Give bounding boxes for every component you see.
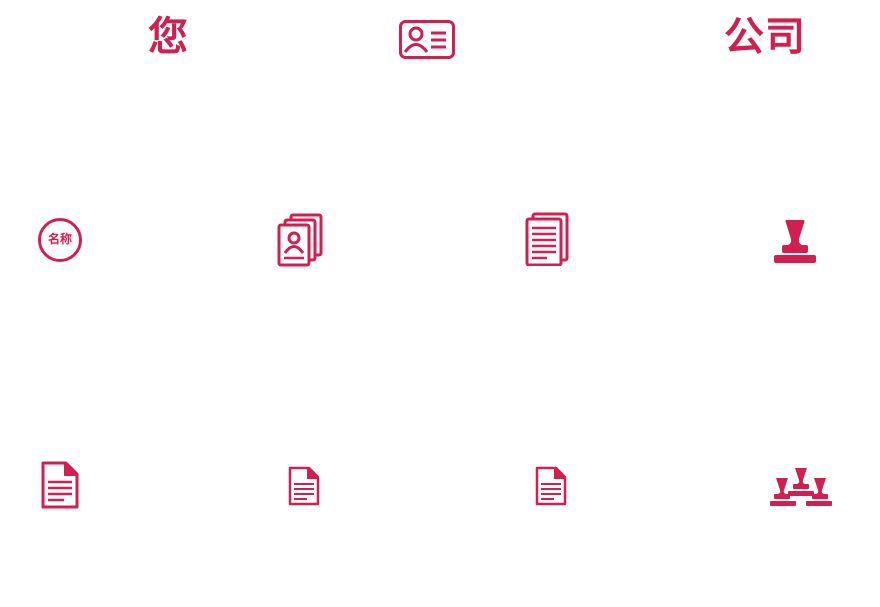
document-icon: [40, 460, 80, 510]
multiple-stamps-icon: [768, 466, 834, 508]
name-badge-text: 名称: [47, 232, 72, 246]
id-documents-icon: [277, 213, 325, 267]
name-badge-icon: 名称: [37, 217, 83, 263]
header-left-text: 您: [148, 14, 189, 60]
document-stack-icon: [523, 212, 571, 266]
header-right-text: 公司: [724, 14, 806, 60]
stamp-icon: [772, 217, 818, 265]
id-card-icon: [398, 19, 456, 61]
document-icon: [534, 465, 568, 507]
document-icon: [287, 465, 321, 507]
